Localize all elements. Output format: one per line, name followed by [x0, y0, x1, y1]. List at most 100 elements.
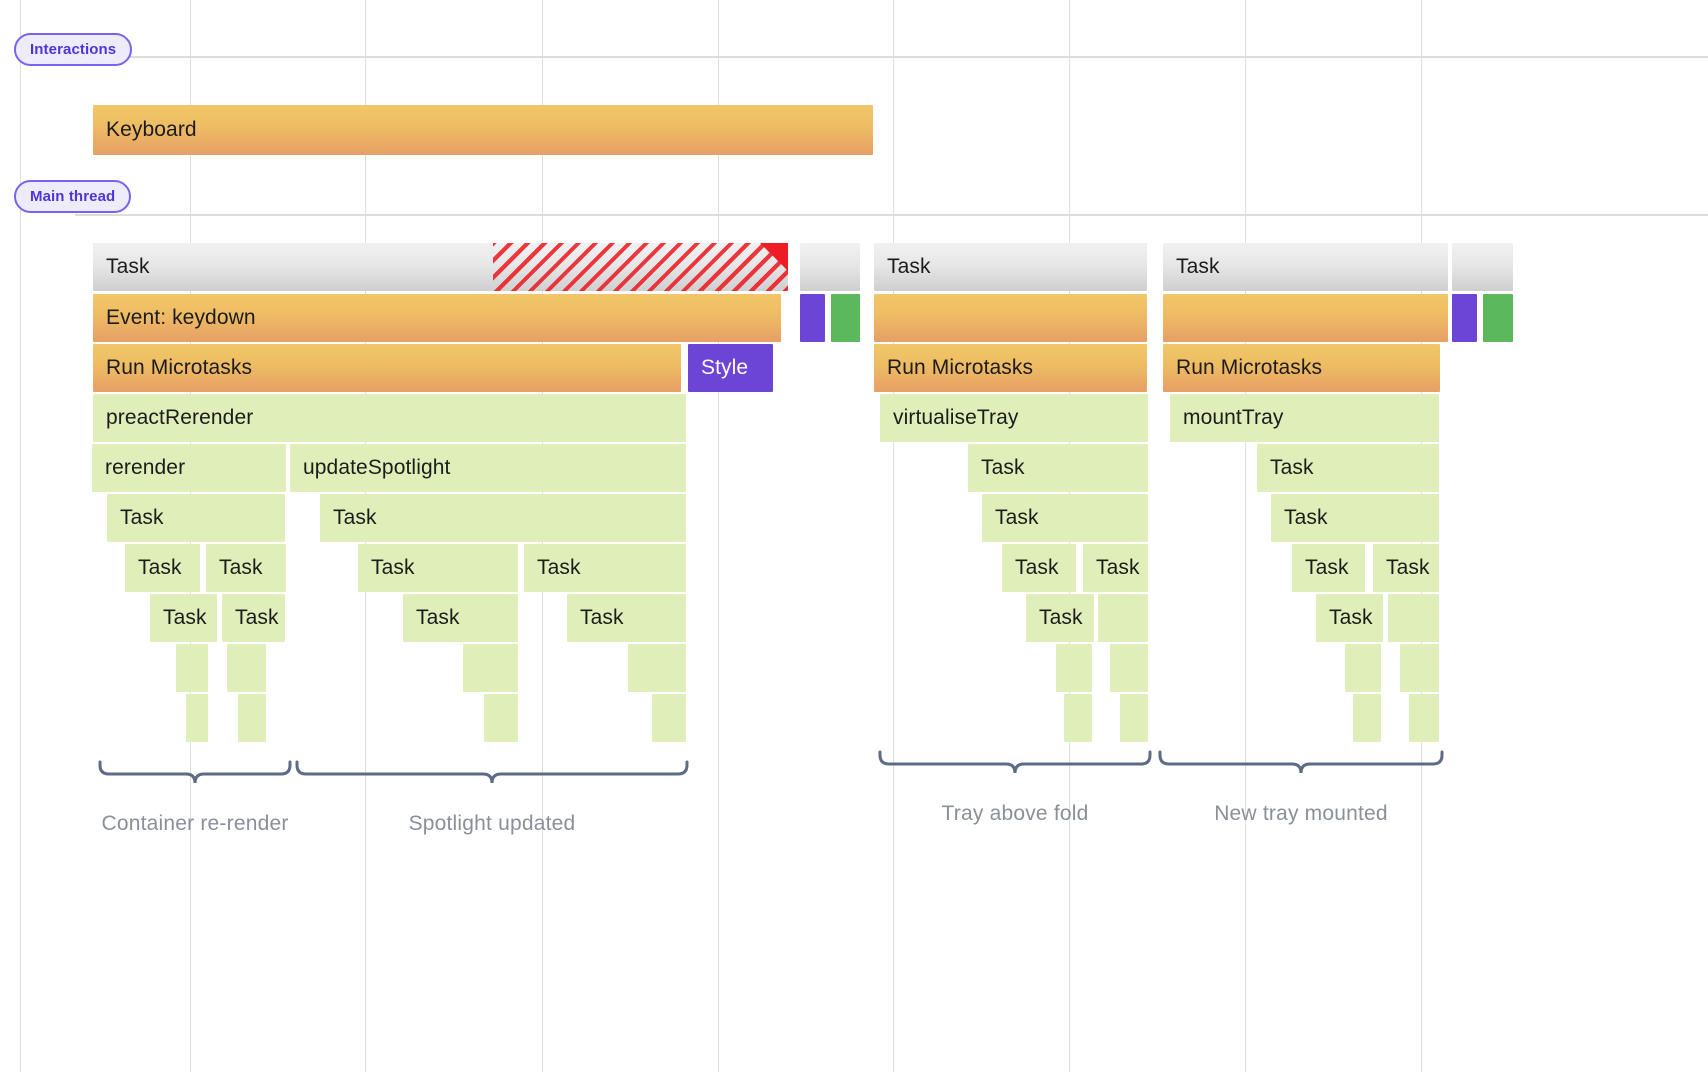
flame-block-label: Task — [219, 556, 263, 579]
flame-block-d9-anon-6[interactable] — [1353, 694, 1381, 742]
flame-block-label: preactRerender — [106, 406, 254, 429]
flame-block-label: Task — [1015, 556, 1059, 579]
annotation-bracket-container-re-render — [98, 760, 292, 792]
flame-block-label: Run Microtasks — [106, 356, 253, 379]
flame-block-d1-anon-5[interactable] — [1452, 294, 1477, 342]
flame-block-label: Task — [235, 606, 279, 629]
flame-block-d5-task-1[interactable]: Task — [320, 494, 686, 542]
gridline-horizontal-1 — [75, 214, 1708, 216]
flame-block-d7-task-1[interactable]: Task — [222, 594, 285, 642]
flame-block-d2-run-microtasks-3[interactable]: Run Microtasks — [1163, 344, 1440, 392]
flame-block-d8-anon-5[interactable] — [1110, 644, 1148, 692]
flame-block-label: Task — [995, 506, 1039, 529]
flame-block-label: Task — [1096, 556, 1140, 579]
flame-block-label: Task — [1386, 556, 1430, 579]
flame-block-d7-task-3[interactable]: Task — [567, 594, 686, 642]
track-pill-main-thread[interactable]: Main thread — [14, 180, 132, 213]
flame-block-d4-task-2[interactable]: Task — [968, 444, 1148, 492]
flame-block-label: Task — [333, 506, 377, 529]
gridline-vertical-4 — [718, 0, 719, 1072]
flame-block-d9-anon-1[interactable] — [238, 694, 266, 742]
flame-block-d5-task-0[interactable]: Task — [107, 494, 285, 542]
flame-block-d9-anon-5[interactable] — [1120, 694, 1148, 742]
flame-block-d5-task-2[interactable]: Task — [982, 494, 1148, 542]
annotation-bracket-tray-above-fold — [878, 750, 1152, 782]
annotation-label-new-tray-mounted: New tray mounted — [1214, 802, 1388, 825]
interaction-block-keyboard[interactable]: Keyboard — [93, 105, 873, 155]
flame-block-label: Keyboard — [106, 118, 197, 141]
flame-block-label: Task — [416, 606, 460, 629]
flame-block-d1-anon-3[interactable] — [874, 294, 1147, 342]
flame-block-label: Task — [1329, 606, 1373, 629]
flame-block-d6-task-6[interactable]: Task — [1292, 544, 1365, 592]
long-task-warning-hatch[interactable] — [493, 243, 788, 291]
flame-block-d8-anon-3[interactable] — [628, 644, 686, 692]
flame-block-d5-task-3[interactable]: Task — [1271, 494, 1439, 542]
flame-block-label: Task — [887, 255, 931, 278]
flame-block-d7-anon-5[interactable] — [1098, 594, 1148, 642]
flame-block-label: Run Microtasks — [887, 356, 1034, 379]
flame-block-d4-task-3[interactable]: Task — [1257, 444, 1439, 492]
flame-block-d1-anon-1[interactable] — [800, 294, 825, 342]
flame-block-d9-anon-7[interactable] — [1409, 694, 1439, 742]
flame-block-d3-preactrerender-0[interactable]: preactRerender — [93, 394, 686, 442]
gridline-vertical-5 — [893, 0, 894, 1072]
flame-block-d1-anon-6[interactable] — [1483, 294, 1513, 342]
flame-block-label: rerender — [105, 456, 186, 479]
flame-block-d1-event-keydown-0[interactable]: Event: keydown — [93, 294, 781, 342]
flame-block-d6-task-4[interactable]: Task — [1002, 544, 1076, 592]
annotation-bracket-new-tray-mounted — [1158, 750, 1444, 782]
flame-block-d7-task-6[interactable]: Task — [1316, 594, 1383, 642]
flame-block-d0-anon-4[interactable] — [1452, 243, 1513, 291]
flame-block-d4-rerender-0[interactable]: rerender — [92, 444, 286, 492]
flame-block-d0-task-2[interactable]: Task — [874, 243, 1147, 291]
flame-block-d2-run-microtasks-2[interactable]: Run Microtasks — [874, 344, 1147, 392]
flame-block-label: virtualiseTray — [893, 406, 1019, 429]
flame-block-label: Task — [1039, 606, 1083, 629]
flame-block-label: Task — [1305, 556, 1349, 579]
flame-block-d4-updatespotlight-1[interactable]: updateSpotlight — [290, 444, 686, 492]
flame-block-label: Style — [701, 356, 749, 379]
flame-block-d9-anon-3[interactable] — [652, 694, 686, 742]
flame-block-d8-anon-1[interactable] — [227, 644, 266, 692]
flame-block-label: Task — [1270, 456, 1314, 479]
flame-block-d8-anon-4[interactable] — [1056, 644, 1092, 692]
flame-block-d8-anon-0[interactable] — [176, 644, 208, 692]
flame-block-d6-task-7[interactable]: Task — [1373, 544, 1439, 592]
flame-block-d6-task-5[interactable]: Task — [1083, 544, 1148, 592]
flame-block-d9-anon-2[interactable] — [484, 694, 518, 742]
track-pill-interactions[interactable]: Interactions — [14, 33, 133, 66]
flame-block-label: updateSpotlight — [303, 456, 451, 479]
flame-block-label: Task — [163, 606, 207, 629]
flame-block-d7-anon-7[interactable] — [1388, 594, 1439, 642]
flame-block-d7-task-4[interactable]: Task — [1026, 594, 1094, 642]
flame-block-d7-task-0[interactable]: Task — [150, 594, 217, 642]
flame-block-d2-style-1[interactable]: Style — [688, 344, 773, 392]
flame-block-d9-anon-0[interactable] — [186, 694, 208, 742]
flame-block-d1-anon-2[interactable] — [831, 294, 860, 342]
gridline-horizontal-0 — [75, 56, 1708, 58]
flame-block-d6-task-3[interactable]: Task — [524, 544, 686, 592]
flame-block-d8-anon-7[interactable] — [1400, 644, 1439, 692]
flame-block-d6-task-1[interactable]: Task — [206, 544, 286, 592]
flame-block-d9-anon-4[interactable] — [1064, 694, 1092, 742]
flame-block-d2-run-microtasks-0[interactable]: Run Microtasks — [93, 344, 681, 392]
flame-block-d0-anon-1[interactable] — [800, 243, 860, 291]
flame-block-label: Task — [1176, 255, 1220, 278]
flame-block-d8-anon-6[interactable] — [1345, 644, 1381, 692]
gridline-vertical-7 — [1245, 0, 1246, 1072]
flame-block-label: Task — [981, 456, 1025, 479]
flame-block-d6-task-0[interactable]: Task — [125, 544, 200, 592]
gridline-vertical-0 — [20, 0, 21, 1072]
flame-block-label: Event: keydown — [106, 306, 256, 329]
flame-block-d6-task-2[interactable]: Task — [358, 544, 518, 592]
flame-block-d8-anon-2[interactable] — [463, 644, 518, 692]
flame-block-d3-mounttray-2[interactable]: mountTray — [1170, 394, 1439, 442]
flame-block-d7-task-2[interactable]: Task — [403, 594, 518, 642]
flame-block-label: Task — [1284, 506, 1328, 529]
flame-block-d3-virtualisetray-1[interactable]: virtualiseTray — [880, 394, 1148, 442]
flame-block-label: mountTray — [1183, 406, 1284, 429]
flame-block-d1-anon-4[interactable] — [1163, 294, 1448, 342]
flame-block-d0-task-3[interactable]: Task — [1163, 243, 1448, 291]
